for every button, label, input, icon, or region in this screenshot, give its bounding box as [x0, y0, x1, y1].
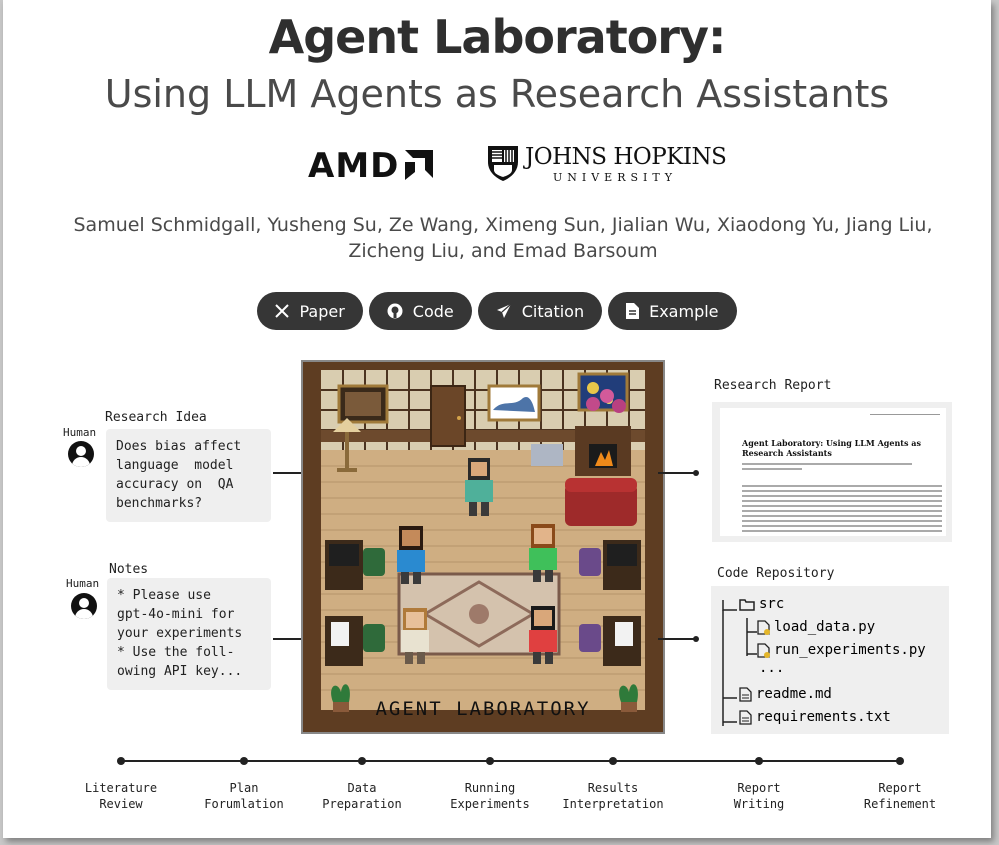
tree-file-load-data[interactable]: load_data.py — [757, 619, 875, 635]
jhu-name: JOHNS HOPKINS — [525, 144, 727, 170]
timeline-label: Running Experiments — [450, 781, 530, 811]
lab-sign: AGENT LABORATORY — [375, 698, 591, 720]
agent-laboratory-illustration: AGENT LABORATORY — [301, 360, 665, 734]
timeline-dot — [755, 757, 763, 765]
connector-dot — [693, 470, 699, 476]
page: Agent Laboratory: Using LLM Agents as Re… — [3, 0, 991, 838]
citation-button[interactable]: Citation — [477, 292, 603, 330]
link-buttons: Paper Code Citation Example — [3, 292, 991, 330]
timeline-dot — [240, 757, 248, 765]
connector-line — [273, 472, 311, 474]
tree-ellipsis: ... — [759, 660, 785, 676]
code-repository-title: Code Repository — [717, 566, 835, 581]
document-icon — [739, 709, 752, 725]
timeline-dot — [609, 757, 617, 765]
connector-line — [658, 472, 696, 474]
paper-button[interactable]: Paper — [257, 292, 363, 330]
code-repository-card[interactable]: src load_data.py run_experiments.py ... … — [711, 586, 949, 734]
research-idea-bubble: Does bias affect language model accuracy… — [106, 429, 271, 522]
python-file-icon — [757, 619, 770, 635]
document-icon — [626, 303, 640, 319]
timeline-label: Data Preparation — [322, 781, 402, 811]
connector-dot — [693, 636, 699, 642]
research-idea-title: Research Idea — [105, 410, 207, 425]
lab-room-art — [303, 362, 663, 732]
python-file-icon — [757, 642, 770, 658]
report-text-lines — [742, 463, 942, 532]
human-label: Human — [63, 426, 97, 439]
amd-logo: AMD — [308, 146, 434, 186]
timeline-dot — [896, 757, 904, 765]
document-icon — [739, 686, 752, 702]
tree-file-run-experiments[interactable]: run_experiments.py — [757, 642, 926, 658]
github-icon — [387, 303, 403, 319]
author-list: Samuel Schmidgall, Yusheng Su, Ze Wang, … — [63, 212, 943, 264]
file-tree-lines — [722, 600, 757, 726]
timeline-label: Literature Review — [84, 781, 158, 811]
connector-line — [273, 638, 311, 640]
human-avatar-icon — [68, 441, 94, 467]
report-paper-title: Agent Laboratory: Using LLM Agents as Re… — [742, 438, 921, 458]
research-report-title: Research Report — [714, 378, 832, 393]
x-logo-icon — [275, 304, 290, 318]
timeline-dot — [117, 757, 125, 765]
example-button[interactable]: Example — [608, 292, 737, 330]
logo-row: AMD JOHNS HOPKINS UNIVERSITY — [3, 138, 991, 188]
paper-plane-icon — [496, 303, 512, 319]
timeline-dot — [358, 757, 366, 765]
notes-bubble: * Please use gpt-4o-mini for your experi… — [107, 578, 271, 690]
timeline-label: Report Refinement — [863, 781, 937, 811]
timeline-label: Plan Forumlation — [204, 781, 284, 811]
timeline-label: Results Interpretation — [562, 781, 664, 811]
page-subtitle: Using LLM Agents as Research Assistants — [104, 72, 890, 116]
human-avatar-icon — [71, 593, 97, 619]
timeline-line — [123, 760, 903, 762]
connector-line — [658, 638, 696, 640]
folder-icon — [739, 598, 755, 611]
author-line: Zicheng Liu, and Emad Barsoum — [348, 240, 658, 262]
code-button[interactable]: Code — [368, 292, 472, 330]
tree-file-requirements[interactable]: requirements.txt — [739, 709, 891, 725]
tree-file-readme[interactable]: readme.md — [739, 686, 832, 702]
report-paper-preview: Agent Laboratory: Using LLM Agents as Re… — [720, 408, 946, 536]
notes-title: Notes — [109, 562, 149, 577]
timeline-label: Report Writing — [733, 781, 785, 811]
page-title: Agent Laboratory: — [268, 10, 727, 64]
tree-folder-src[interactable]: src — [739, 596, 784, 612]
human-label: Human — [66, 577, 100, 590]
research-report-card[interactable]: Agent Laboratory: Using LLM Agents as Re… — [712, 402, 952, 542]
jhu-shield-icon — [488, 146, 518, 181]
timeline-dot — [486, 757, 494, 765]
jhu-subtitle: UNIVERSITY — [553, 171, 677, 184]
author-line: Samuel Schmidgall, Yusheng Su, Ze Wang, … — [73, 214, 933, 236]
